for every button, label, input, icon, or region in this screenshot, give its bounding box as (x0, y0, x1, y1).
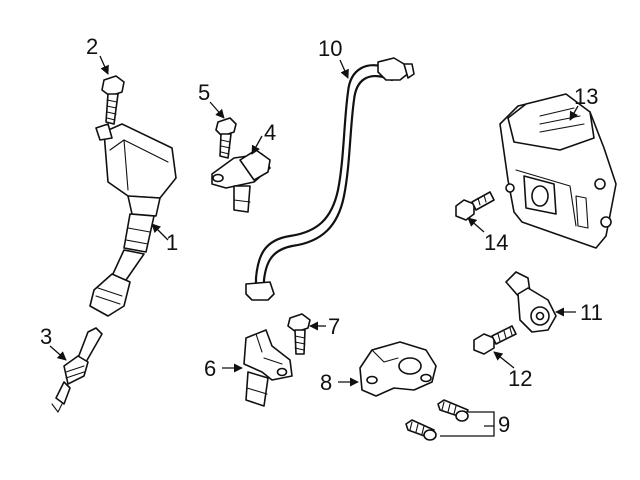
callout-11: 11 (580, 300, 603, 325)
callout-labels: 1 2 3 4 5 6 7 8 9 10 11 12 13 14 (40, 34, 603, 437)
sensor-bolt[interactable] (215, 117, 237, 159)
spark-plug[interactable] (51, 327, 103, 413)
callout-10: 10 (318, 36, 342, 61)
coil-bolt[interactable] (101, 75, 125, 125)
ignition-coil[interactable] (89, 123, 177, 317)
knock-sensor[interactable] (505, 271, 557, 333)
callout-5: 5 (198, 80, 210, 105)
knock-sensor-bolt[interactable] (473, 325, 517, 355)
callout-12: 12 (508, 366, 532, 391)
callout-4: 4 (264, 120, 276, 145)
module-bolt[interactable] (455, 191, 495, 221)
crankshaft-sensor[interactable] (243, 329, 293, 407)
callout-7: 7 (328, 314, 340, 339)
wire-harness[interactable] (245, 57, 415, 301)
callout-1: 1 (166, 230, 178, 255)
callout-14: 14 (484, 230, 508, 255)
leader-lines (49, 55, 579, 437)
crank-sensor-bolt[interactable] (287, 313, 311, 355)
callout-8: 8 (320, 370, 332, 395)
bracket-bolts[interactable] (405, 399, 469, 441)
callout-2: 2 (86, 34, 98, 59)
callout-13: 13 (574, 84, 598, 109)
mounting-bracket[interactable] (359, 341, 437, 397)
callout-9: 9 (498, 412, 510, 437)
callout-3: 3 (40, 324, 52, 349)
engine-control-module[interactable] (499, 93, 617, 249)
callout-6: 6 (204, 356, 216, 381)
camshaft-sensor[interactable] (211, 149, 271, 213)
